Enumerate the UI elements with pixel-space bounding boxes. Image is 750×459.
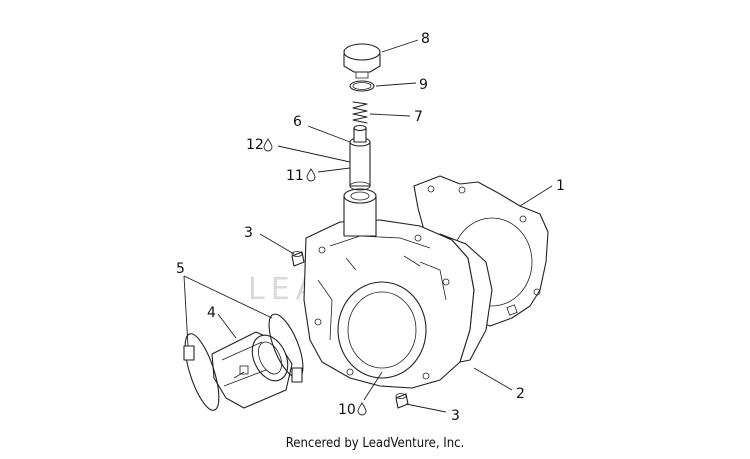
- part-3-dowel-pin-lower[interactable]: [395, 393, 409, 409]
- render-credit: Rencered by LeadVenture, Inc.: [285, 436, 465, 451]
- part-3-dowel-pin-upper[interactable]: [291, 251, 305, 267]
- callout-8: 8: [421, 31, 430, 47]
- leader-lines: [183, 39, 553, 413]
- part-6-tensioner-body[interactable]: [349, 124, 371, 191]
- callout-4: 4: [207, 305, 216, 321]
- oil-drop-icon: [357, 402, 367, 416]
- part-9-o-ring[interactable]: [349, 80, 375, 92]
- callout-12: 12: [246, 137, 264, 153]
- oil-drop-icon: [306, 168, 316, 182]
- callout-7: 7: [414, 109, 423, 125]
- part-8-cap[interactable]: [343, 43, 381, 79]
- callout-5: 5: [176, 261, 185, 277]
- part-4-intake-manifold[interactable]: [211, 329, 295, 409]
- callout-11: 11: [286, 168, 304, 184]
- callout-3-upper: 3: [244, 225, 253, 241]
- part-7-spring[interactable]: [352, 101, 368, 124]
- callout-2: 2: [516, 386, 525, 402]
- callout-1: 1: [556, 178, 565, 194]
- part-5-hose-clamp-right[interactable]: [262, 310, 310, 383]
- callout-3-lower: 3: [451, 408, 460, 424]
- part-5-hose-clamp-left[interactable]: [178, 330, 226, 414]
- part-2-cylinder-block[interactable]: [303, 188, 493, 389]
- callout-9: 9: [419, 77, 428, 93]
- callout-6: 6: [293, 114, 302, 130]
- oil-drop-icon: [263, 138, 273, 152]
- callout-10: 10: [338, 402, 356, 418]
